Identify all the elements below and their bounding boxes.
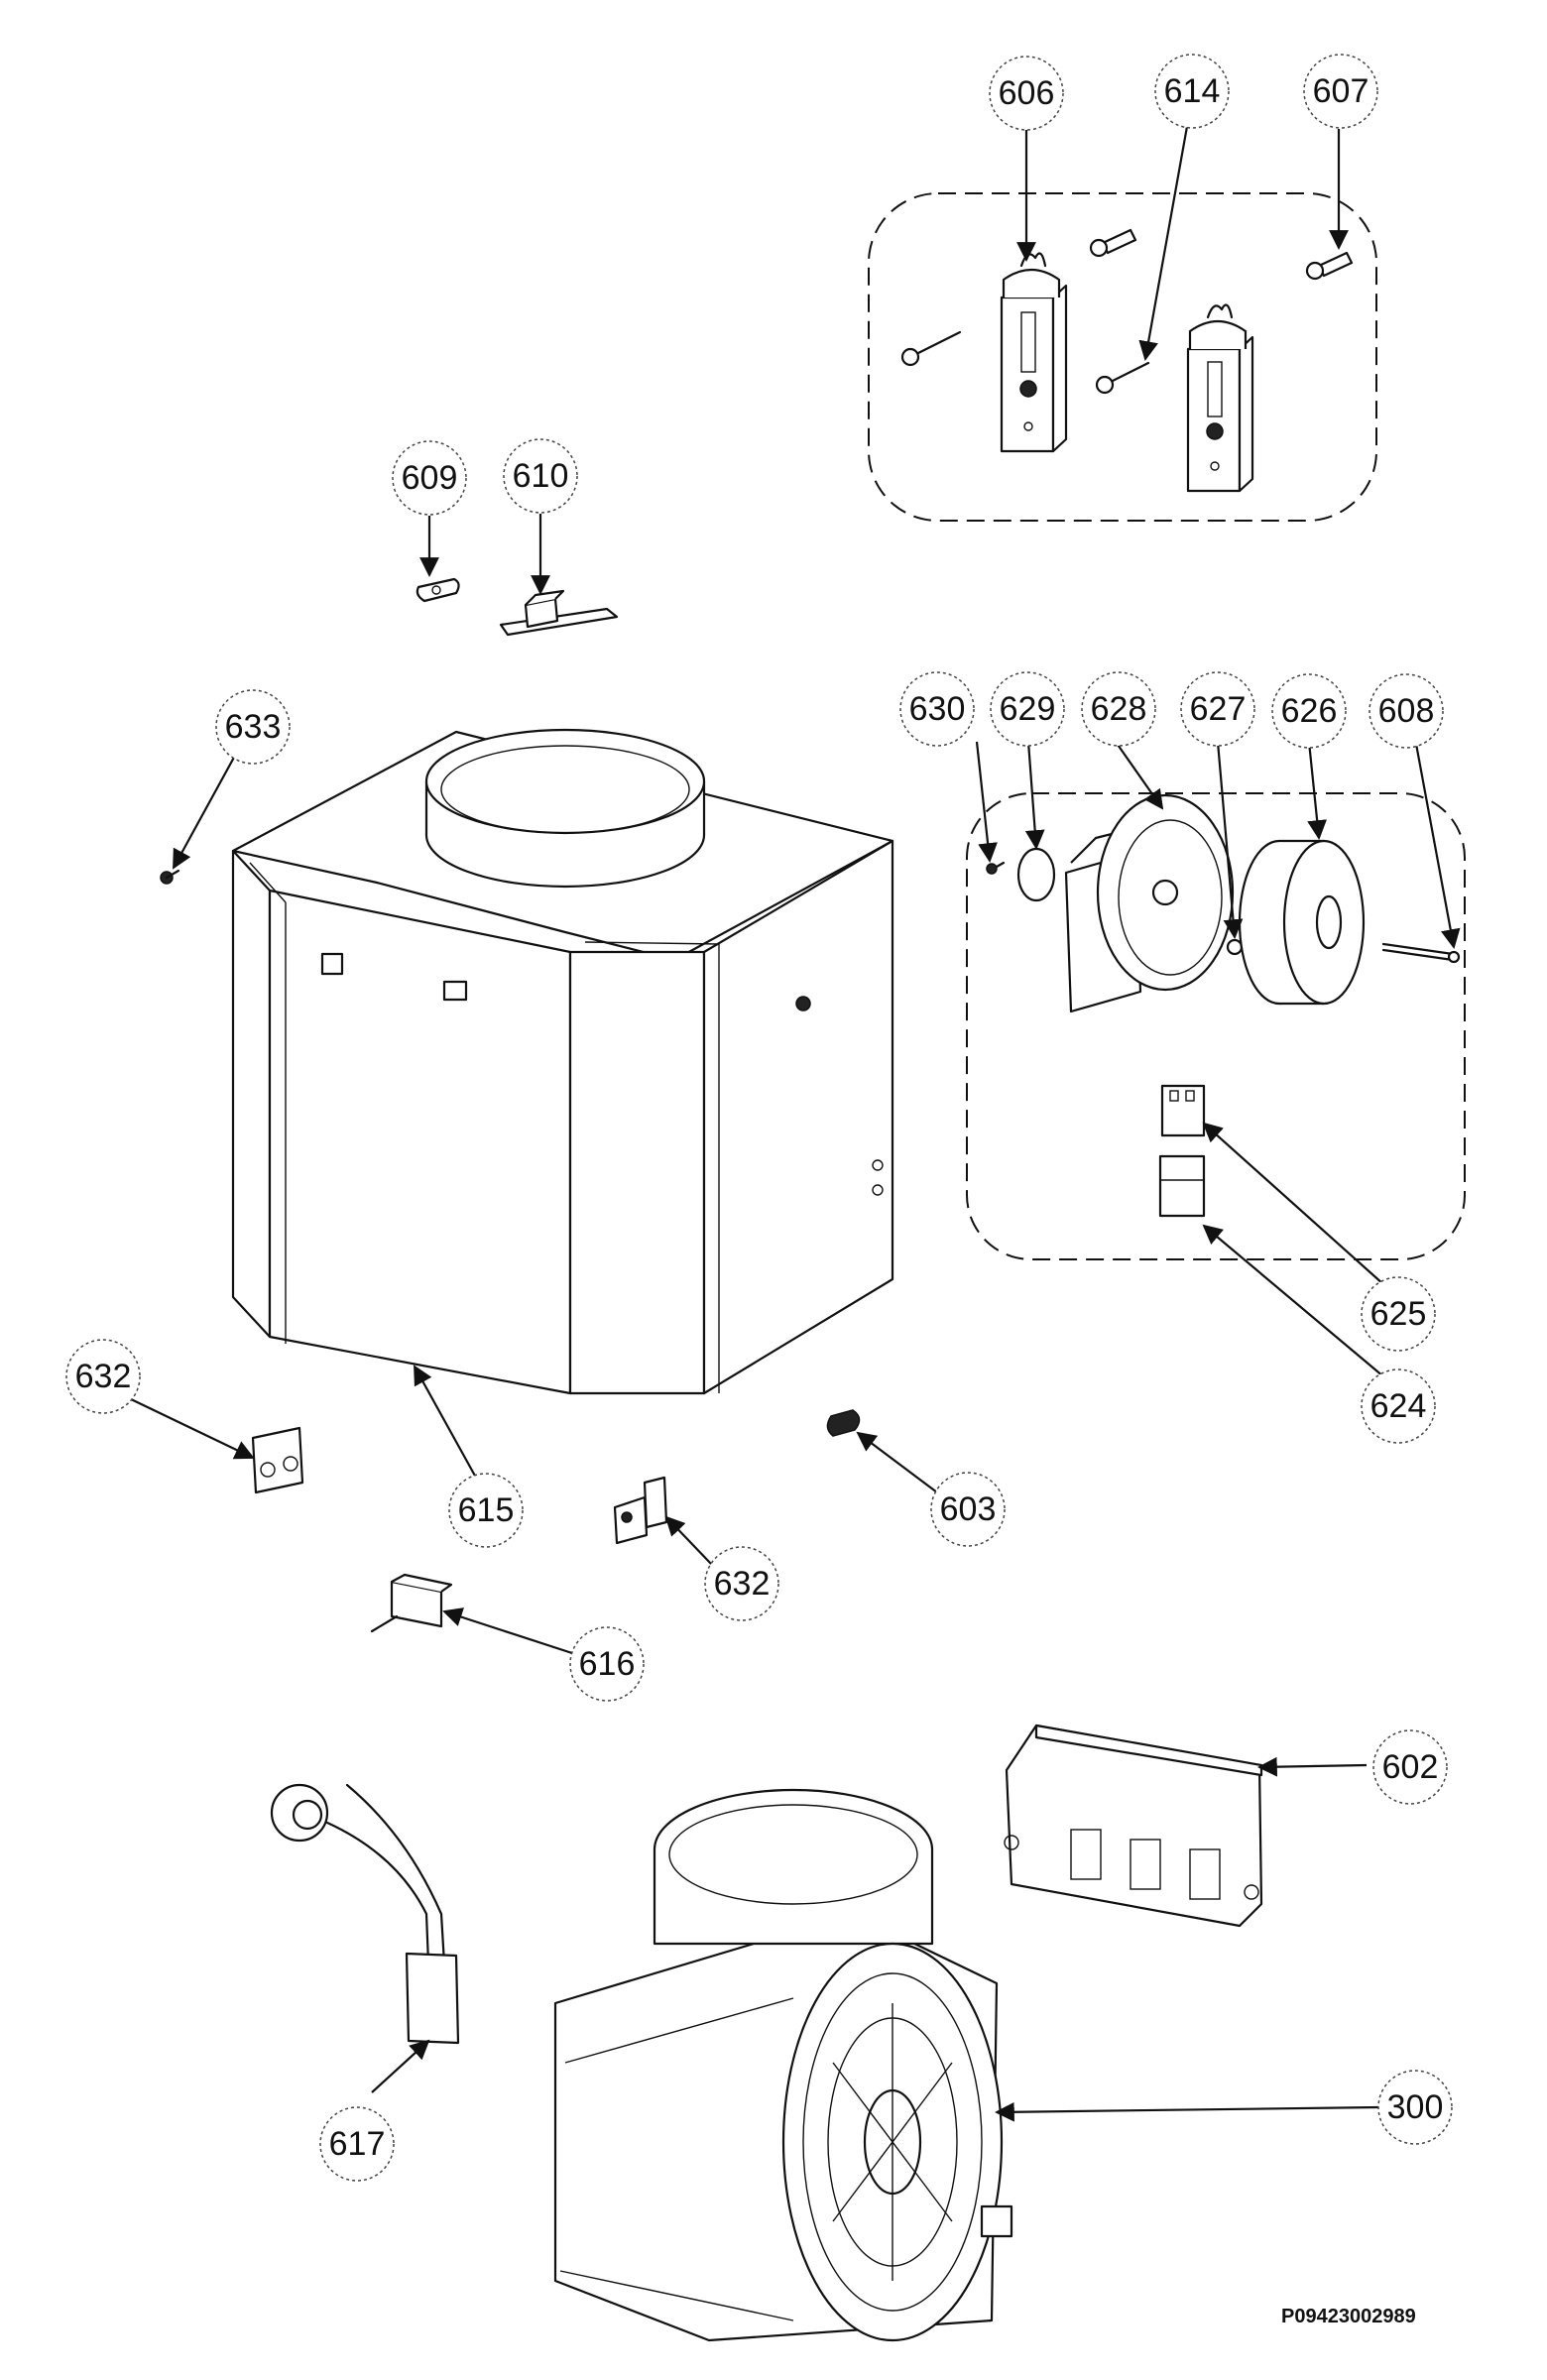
svg-text:632: 632 <box>714 1565 771 1603</box>
svg-text:633: 633 <box>225 708 282 746</box>
leader-625 <box>1202 1122 1384 1285</box>
callout-626: 626 <box>1271 673 1347 749</box>
svg-text:627: 627 <box>1190 690 1247 728</box>
callout-616: 616 <box>569 1626 645 1702</box>
callout-628: 628 <box>1081 671 1156 747</box>
leader-626 <box>1307 741 1328 840</box>
document-code: P09423002989 <box>1281 2306 1416 2327</box>
connector-lower <box>1158 1154 1206 1218</box>
impeller-wheel <box>1238 839 1366 1006</box>
lamp-cable <box>270 1783 460 2045</box>
motor-unit <box>1064 793 1235 1013</box>
callout-610: 610 <box>503 438 578 514</box>
svg-text:626: 626 <box>1281 692 1338 730</box>
callout-632-left: 632 <box>65 1339 141 1414</box>
washer-small <box>986 861 1006 875</box>
callout-629: 629 <box>990 671 1065 747</box>
wall-plug-right <box>1305 251 1354 281</box>
svg-text:602: 602 <box>1382 1748 1439 1786</box>
spacer-plate <box>416 577 460 603</box>
leader-616 <box>442 1607 576 1656</box>
leader-628 <box>1115 741 1164 810</box>
callout-625: 625 <box>1361 1276 1436 1352</box>
leader-632a <box>128 1397 255 1460</box>
callout-603: 603 <box>930 1472 1006 1547</box>
rubber-grommet <box>826 1409 861 1437</box>
leader-300 <box>995 2101 1379 2122</box>
svg-text:624: 624 <box>1370 1387 1427 1425</box>
leader-627 <box>1216 741 1244 939</box>
svg-text:300: 300 <box>1387 2088 1444 2126</box>
clip-bracket-center <box>613 1476 668 1545</box>
callout-607: 607 <box>1303 54 1378 129</box>
svg-text:629: 629 <box>1000 690 1056 728</box>
leader-603 <box>856 1431 938 1493</box>
main-housing <box>231 728 894 1395</box>
svg-text:607: 607 <box>1313 72 1369 110</box>
callout-632-center: 632 <box>704 1546 779 1621</box>
leader-614 <box>1138 120 1190 361</box>
shaft-pin <box>1381 942 1461 964</box>
connector-upper <box>1160 1084 1206 1137</box>
callout-300: 300 <box>1377 2070 1453 2145</box>
svg-text:628: 628 <box>1091 690 1147 728</box>
screw-right <box>1095 361 1150 395</box>
screw-left <box>900 330 962 367</box>
leader-617 <box>371 2039 430 2093</box>
callout-614: 614 <box>1154 54 1230 129</box>
svg-text:614: 614 <box>1164 72 1221 110</box>
callout-602: 602 <box>1372 1729 1448 1805</box>
svg-text:609: 609 <box>402 459 458 497</box>
blower-unit <box>553 1788 1013 2342</box>
mounting-bracket <box>499 589 619 637</box>
svg-text:606: 606 <box>999 74 1055 112</box>
control-plate <box>1004 1724 1263 1928</box>
leader-608 <box>1414 743 1461 949</box>
leader-632b <box>664 1515 713 1566</box>
svg-text:608: 608 <box>1378 692 1435 730</box>
light-switch <box>370 1573 453 1633</box>
callout-609: 609 <box>392 440 467 516</box>
svg-text:632: 632 <box>75 1358 132 1395</box>
clip-bracket-left <box>251 1426 304 1494</box>
callout-606: 606 <box>989 56 1064 131</box>
leader-624 <box>1202 1224 1384 1377</box>
wall-bracket-left <box>1000 252 1068 453</box>
wall-bracket-right <box>1186 303 1254 493</box>
svg-text:630: 630 <box>909 690 966 728</box>
washer-disc <box>1016 847 1056 902</box>
callout-627: 627 <box>1180 671 1255 747</box>
callout-617: 617 <box>319 2106 395 2182</box>
leader-630 <box>975 741 998 863</box>
svg-text:615: 615 <box>458 1491 515 1529</box>
wall-bracket-group-frame <box>868 192 1377 522</box>
svg-text:603: 603 <box>940 1490 997 1528</box>
leader-615 <box>414 1365 477 1479</box>
housing-screw <box>160 869 180 885</box>
callout-630: 630 <box>899 671 975 747</box>
callout-633: 633 <box>215 689 291 765</box>
svg-text:617: 617 <box>329 2125 386 2163</box>
leader-629 <box>1024 741 1045 850</box>
svg-text:610: 610 <box>513 457 569 495</box>
callout-608: 608 <box>1368 673 1444 749</box>
wall-plug-left <box>1089 228 1137 258</box>
leader-633 <box>173 753 237 870</box>
nut <box>1226 938 1244 956</box>
svg-text:625: 625 <box>1370 1295 1427 1333</box>
leader-602 <box>1257 1756 1368 1777</box>
callout-624: 624 <box>1361 1368 1436 1444</box>
callout-615: 615 <box>448 1473 524 1548</box>
svg-text:616: 616 <box>579 1645 636 1683</box>
